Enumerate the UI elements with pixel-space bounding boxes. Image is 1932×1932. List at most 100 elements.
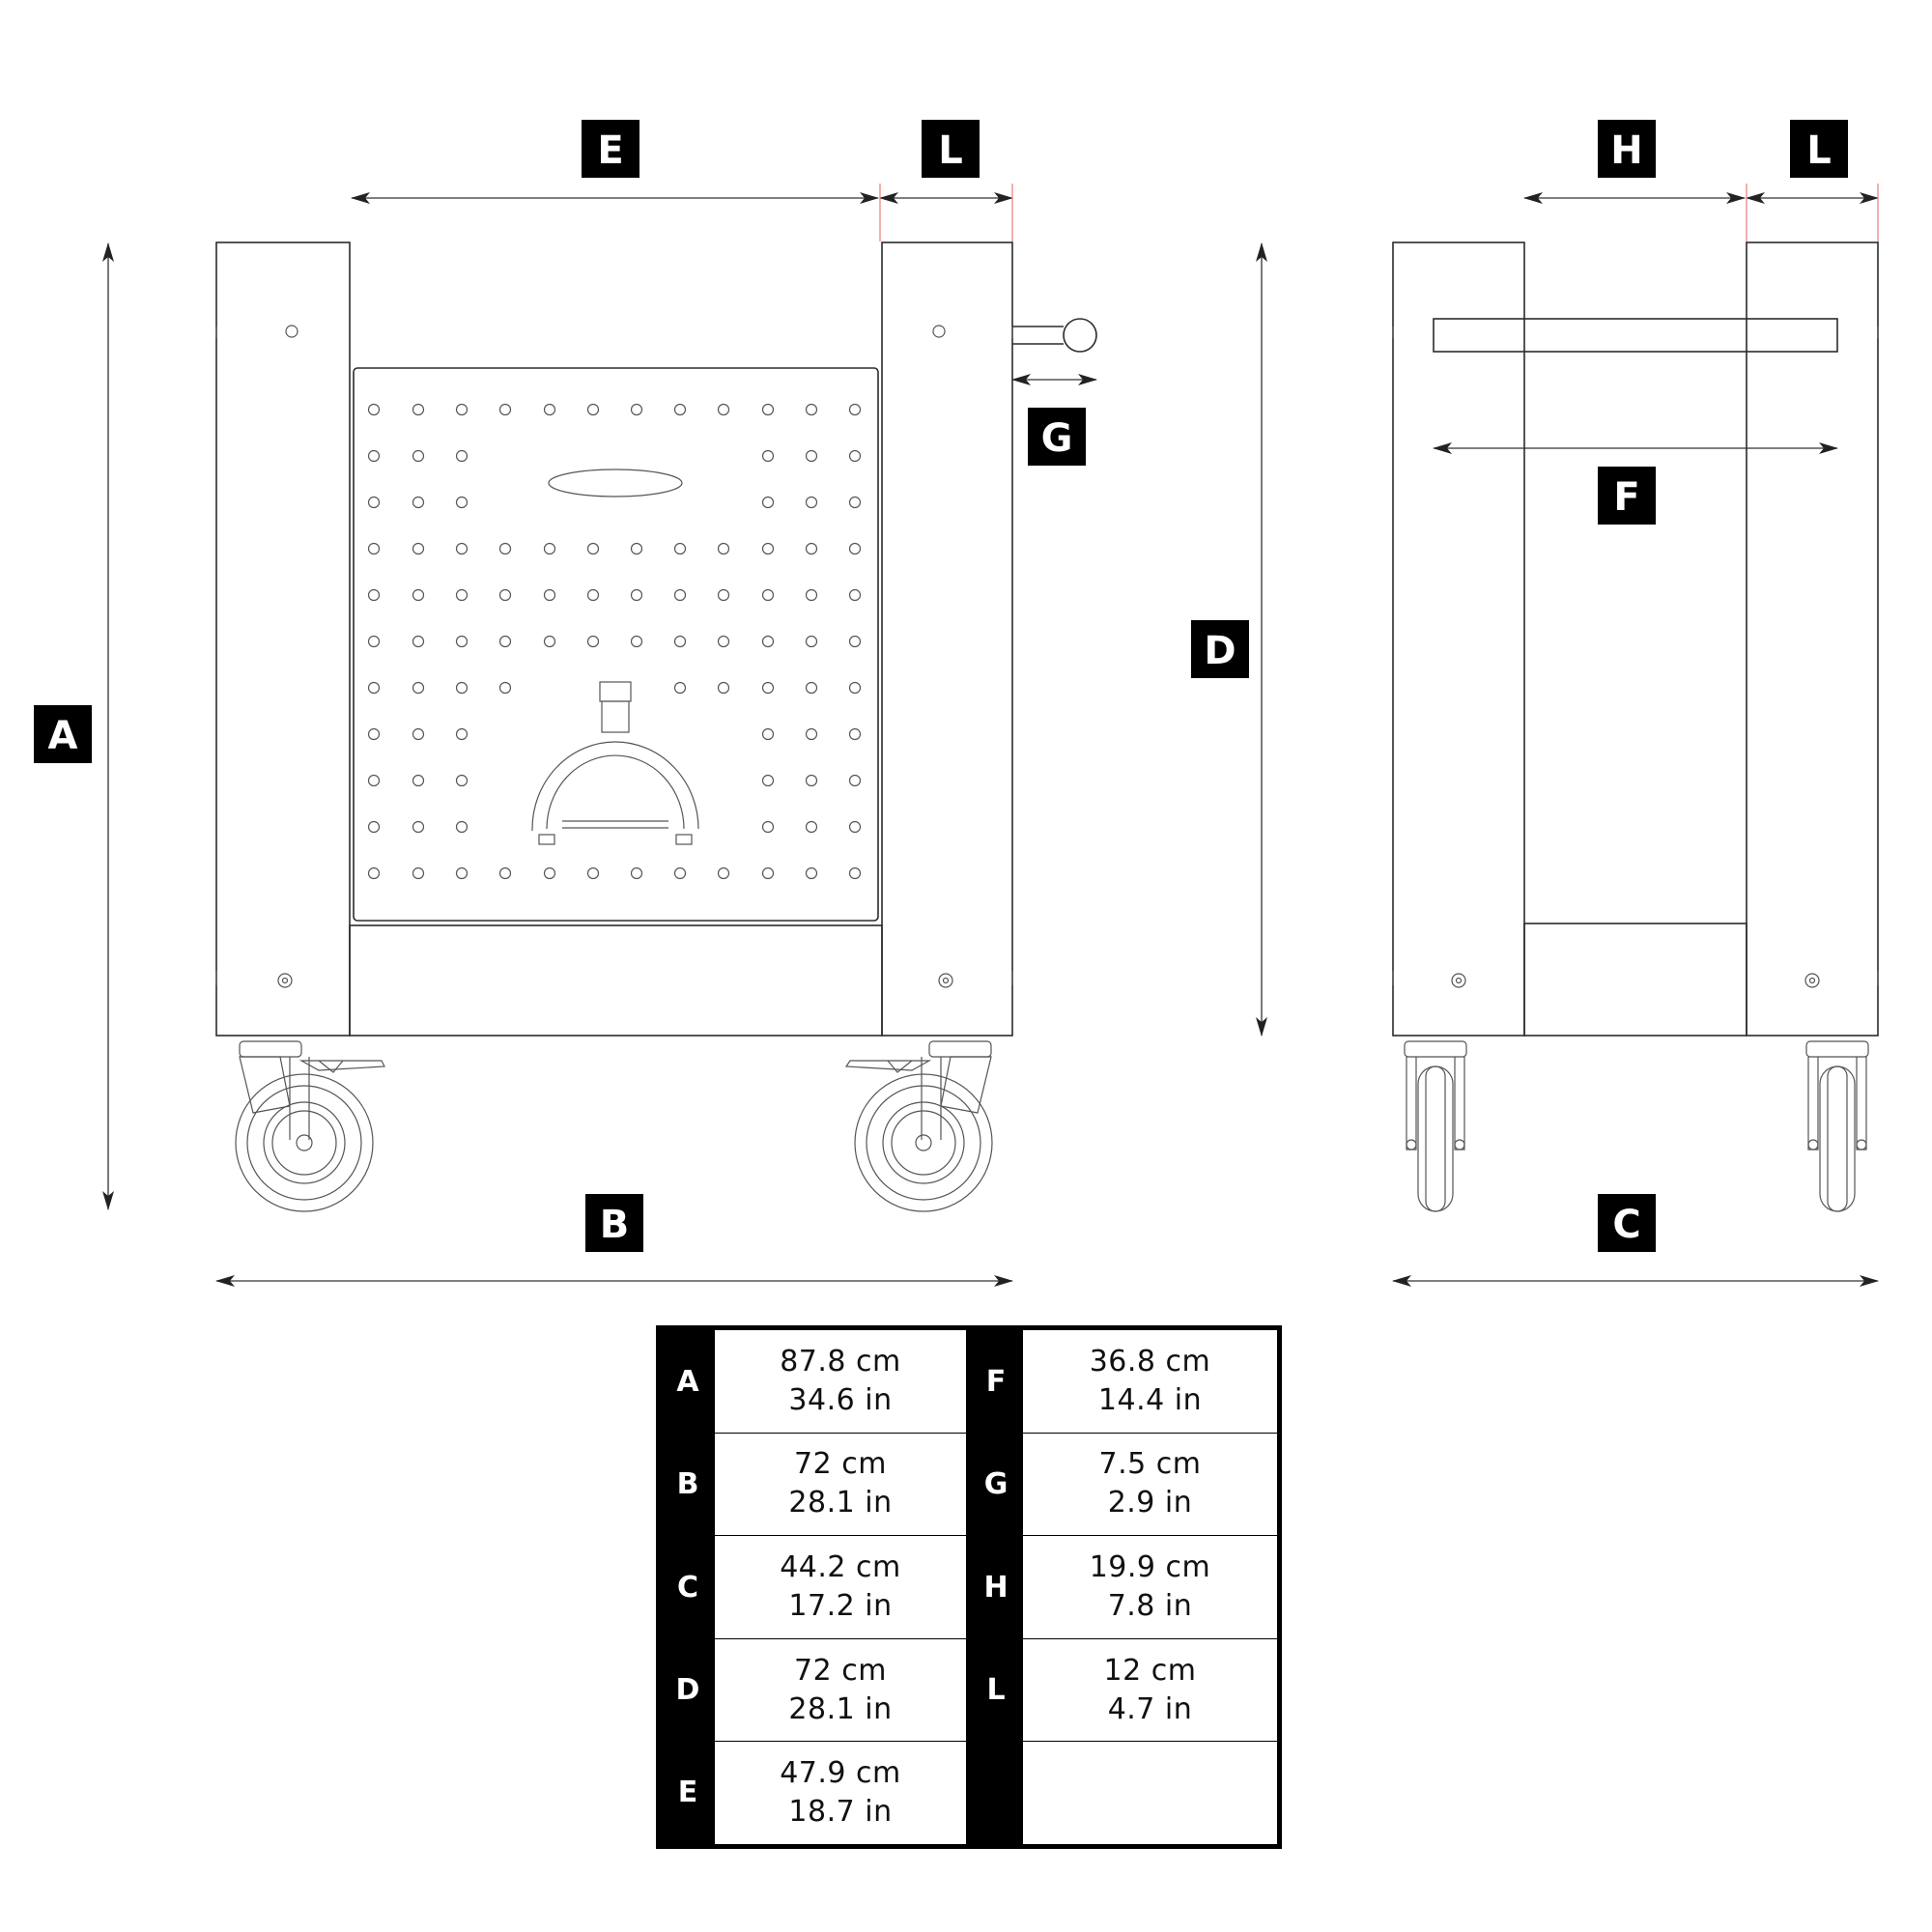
value-cm: 36.8 cm: [1089, 1344, 1211, 1378]
perforation-hole: [543, 588, 556, 602]
perforation-hole: [498, 681, 512, 695]
perforation-hole: [412, 635, 425, 648]
oven-icon: [531, 681, 699, 845]
perforation-hole: [455, 820, 469, 834]
row-letter: A: [676, 1364, 699, 1399]
svg-text:A: A: [48, 714, 78, 758]
perforation-hole: [412, 542, 425, 555]
perforation-hole: [848, 542, 862, 555]
perforation-hole: [761, 588, 775, 602]
badge-c: C: [1598, 1194, 1656, 1252]
letter-column: A B C D E: [661, 1330, 715, 1844]
perforation-hole: [805, 403, 818, 416]
perforation-hole: [673, 635, 687, 648]
perforated-door-panel: [353, 367, 879, 922]
side-view: [1392, 242, 1879, 1212]
svg-text:F: F: [1613, 475, 1639, 520]
perforation-hole: [805, 635, 818, 648]
value-cm: 47.9 cm: [780, 1756, 901, 1791]
front-caster-left: [235, 1040, 385, 1212]
perforation-hole: [412, 496, 425, 509]
badge-a: A: [34, 705, 92, 763]
perforation-hole: [717, 867, 730, 880]
perforation-holes: [367, 403, 862, 880]
perforation-hole: [805, 449, 818, 463]
perforation-hole: [586, 635, 600, 648]
perforation-hole: [761, 681, 775, 695]
dimension-lines: [102, 184, 1879, 1287]
svg-text:L: L: [1806, 128, 1832, 173]
perforation-hole: [455, 867, 469, 880]
value-cm: 72 cm: [794, 1447, 887, 1482]
perforation-hole: [717, 588, 730, 602]
perforation-hole: [586, 403, 600, 416]
value-in: 28.1 in: [788, 1486, 893, 1520]
perforation-hole: [673, 403, 687, 416]
perforation-hole: [586, 588, 600, 602]
perforation-hole: [848, 867, 862, 880]
value-in: 2.9 in: [1107, 1486, 1193, 1520]
perforation-hole: [455, 403, 469, 416]
perforation-hole: [761, 774, 775, 787]
perforation-hole: [673, 542, 687, 555]
value-in: 34.6 in: [788, 1382, 893, 1417]
row-letter: L: [986, 1672, 1006, 1707]
svg-text:D: D: [1204, 629, 1236, 673]
perforation-hole: [761, 542, 775, 555]
perforation-hole: [455, 542, 469, 555]
perforation-hole: [805, 542, 818, 555]
perforation-hole: [673, 867, 687, 880]
value-in: 7.8 in: [1107, 1588, 1193, 1623]
perforation-hole: [498, 867, 512, 880]
value-cm: 12 cm: [1103, 1653, 1197, 1688]
perforation-hole: [412, 403, 425, 416]
row-letter: C: [676, 1570, 699, 1605]
perforation-hole: [498, 542, 512, 555]
perforation-hole: [367, 820, 381, 834]
value-in: 14.4 in: [1097, 1382, 1203, 1417]
svg-text:E: E: [597, 128, 623, 173]
perforation-hole: [761, 867, 775, 880]
row-letter: F: [985, 1364, 1007, 1399]
perforation-hole: [498, 403, 512, 416]
perforation-hole: [455, 635, 469, 648]
perforation-hole: [761, 403, 775, 416]
perforation-hole: [848, 774, 862, 787]
badge-g: G: [1028, 408, 1086, 466]
value-in: 4.7 in: [1107, 1691, 1193, 1726]
perforation-hole: [717, 542, 730, 555]
row-letter: G: [983, 1467, 1009, 1502]
perforation-hole: [848, 681, 862, 695]
side-caster-left: [1404, 1040, 1467, 1212]
perforation-hole: [630, 635, 643, 648]
side-left-leg: [1392, 242, 1525, 1037]
dimension-badges: E L H L G F D A B C: [34, 120, 1848, 1252]
side-top-handle-bar: [1433, 318, 1838, 353]
perforation-hole: [367, 449, 381, 463]
side-caster-right: [1805, 1040, 1869, 1212]
perforation-hole: [805, 774, 818, 787]
perforation-hole: [717, 403, 730, 416]
table-row: 36.8 cm 14.4 in: [1023, 1330, 1277, 1434]
perforation-hole: [848, 449, 862, 463]
perforation-hole: [673, 588, 687, 602]
perforation-hole: [805, 727, 818, 741]
front-caster-right: [844, 1040, 993, 1212]
perforation-hole: [630, 403, 643, 416]
badge-d: D: [1191, 620, 1249, 678]
svg-text:G: G: [1041, 416, 1073, 461]
perforation-hole: [412, 681, 425, 695]
perforation-hole: [630, 867, 643, 880]
perforation-hole: [805, 588, 818, 602]
badge-b: B: [585, 1194, 643, 1252]
row-letter: D: [675, 1672, 700, 1707]
perforation-hole: [455, 681, 469, 695]
front-view: [215, 242, 1097, 1212]
brand-logo-plate: [548, 469, 683, 497]
